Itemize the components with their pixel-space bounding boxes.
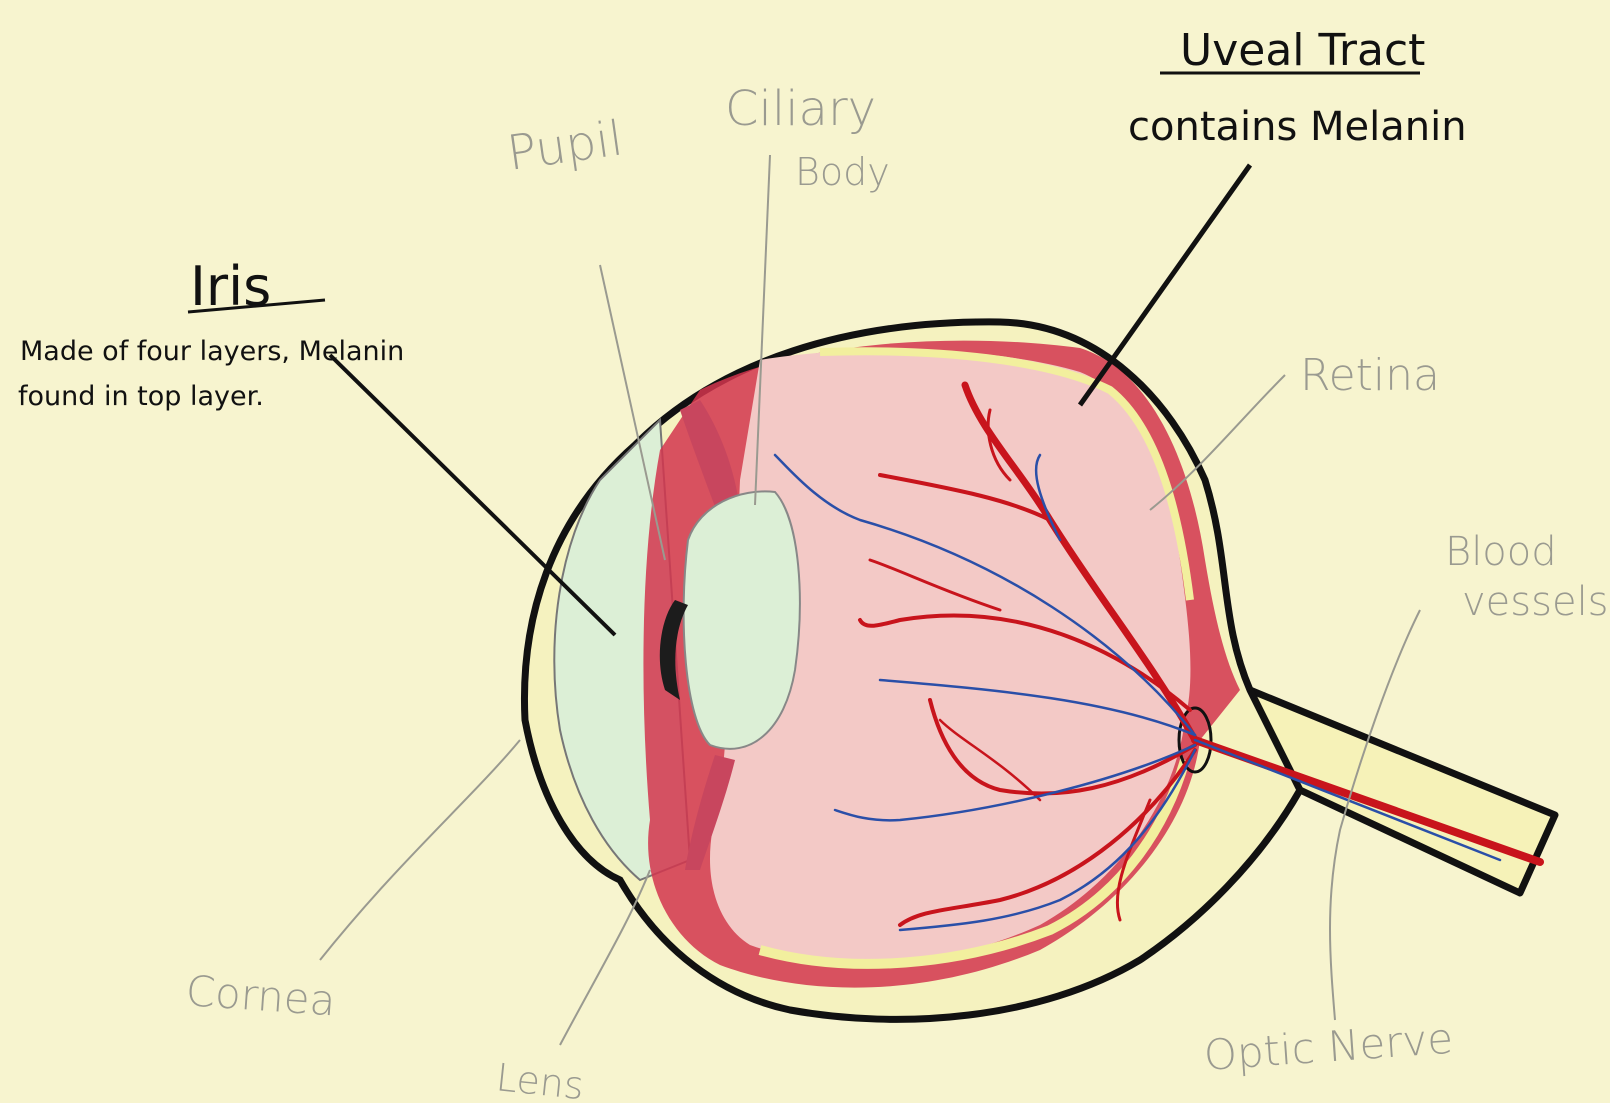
iris-note-line2: found in top layer. — [18, 381, 264, 412]
pupil-label: Pupil — [504, 110, 626, 182]
optic-nerve-label: Optic Nerve — [1202, 1014, 1454, 1080]
uveal-pointer — [1080, 165, 1250, 405]
lens-label: Lens — [494, 1055, 586, 1103]
lens — [684, 491, 800, 748]
iris-note-line1: Made of four layers, Melanin — [20, 336, 404, 367]
iris-pointer — [330, 355, 615, 635]
ciliary-label-line1: Ciliary — [725, 81, 876, 137]
cornea-label: Cornea — [184, 966, 337, 1025]
blood-vessels-label-line1: Blood — [1445, 529, 1557, 575]
ciliary-label-line2: Body — [795, 150, 890, 194]
blood-vessels-label-line2: vessels — [1462, 579, 1609, 625]
uveal-tract-title: Uveal Tract — [1180, 25, 1425, 76]
retina-label: Retina — [1300, 350, 1440, 401]
uveal-tract-note: contains Melanin — [1128, 104, 1467, 150]
